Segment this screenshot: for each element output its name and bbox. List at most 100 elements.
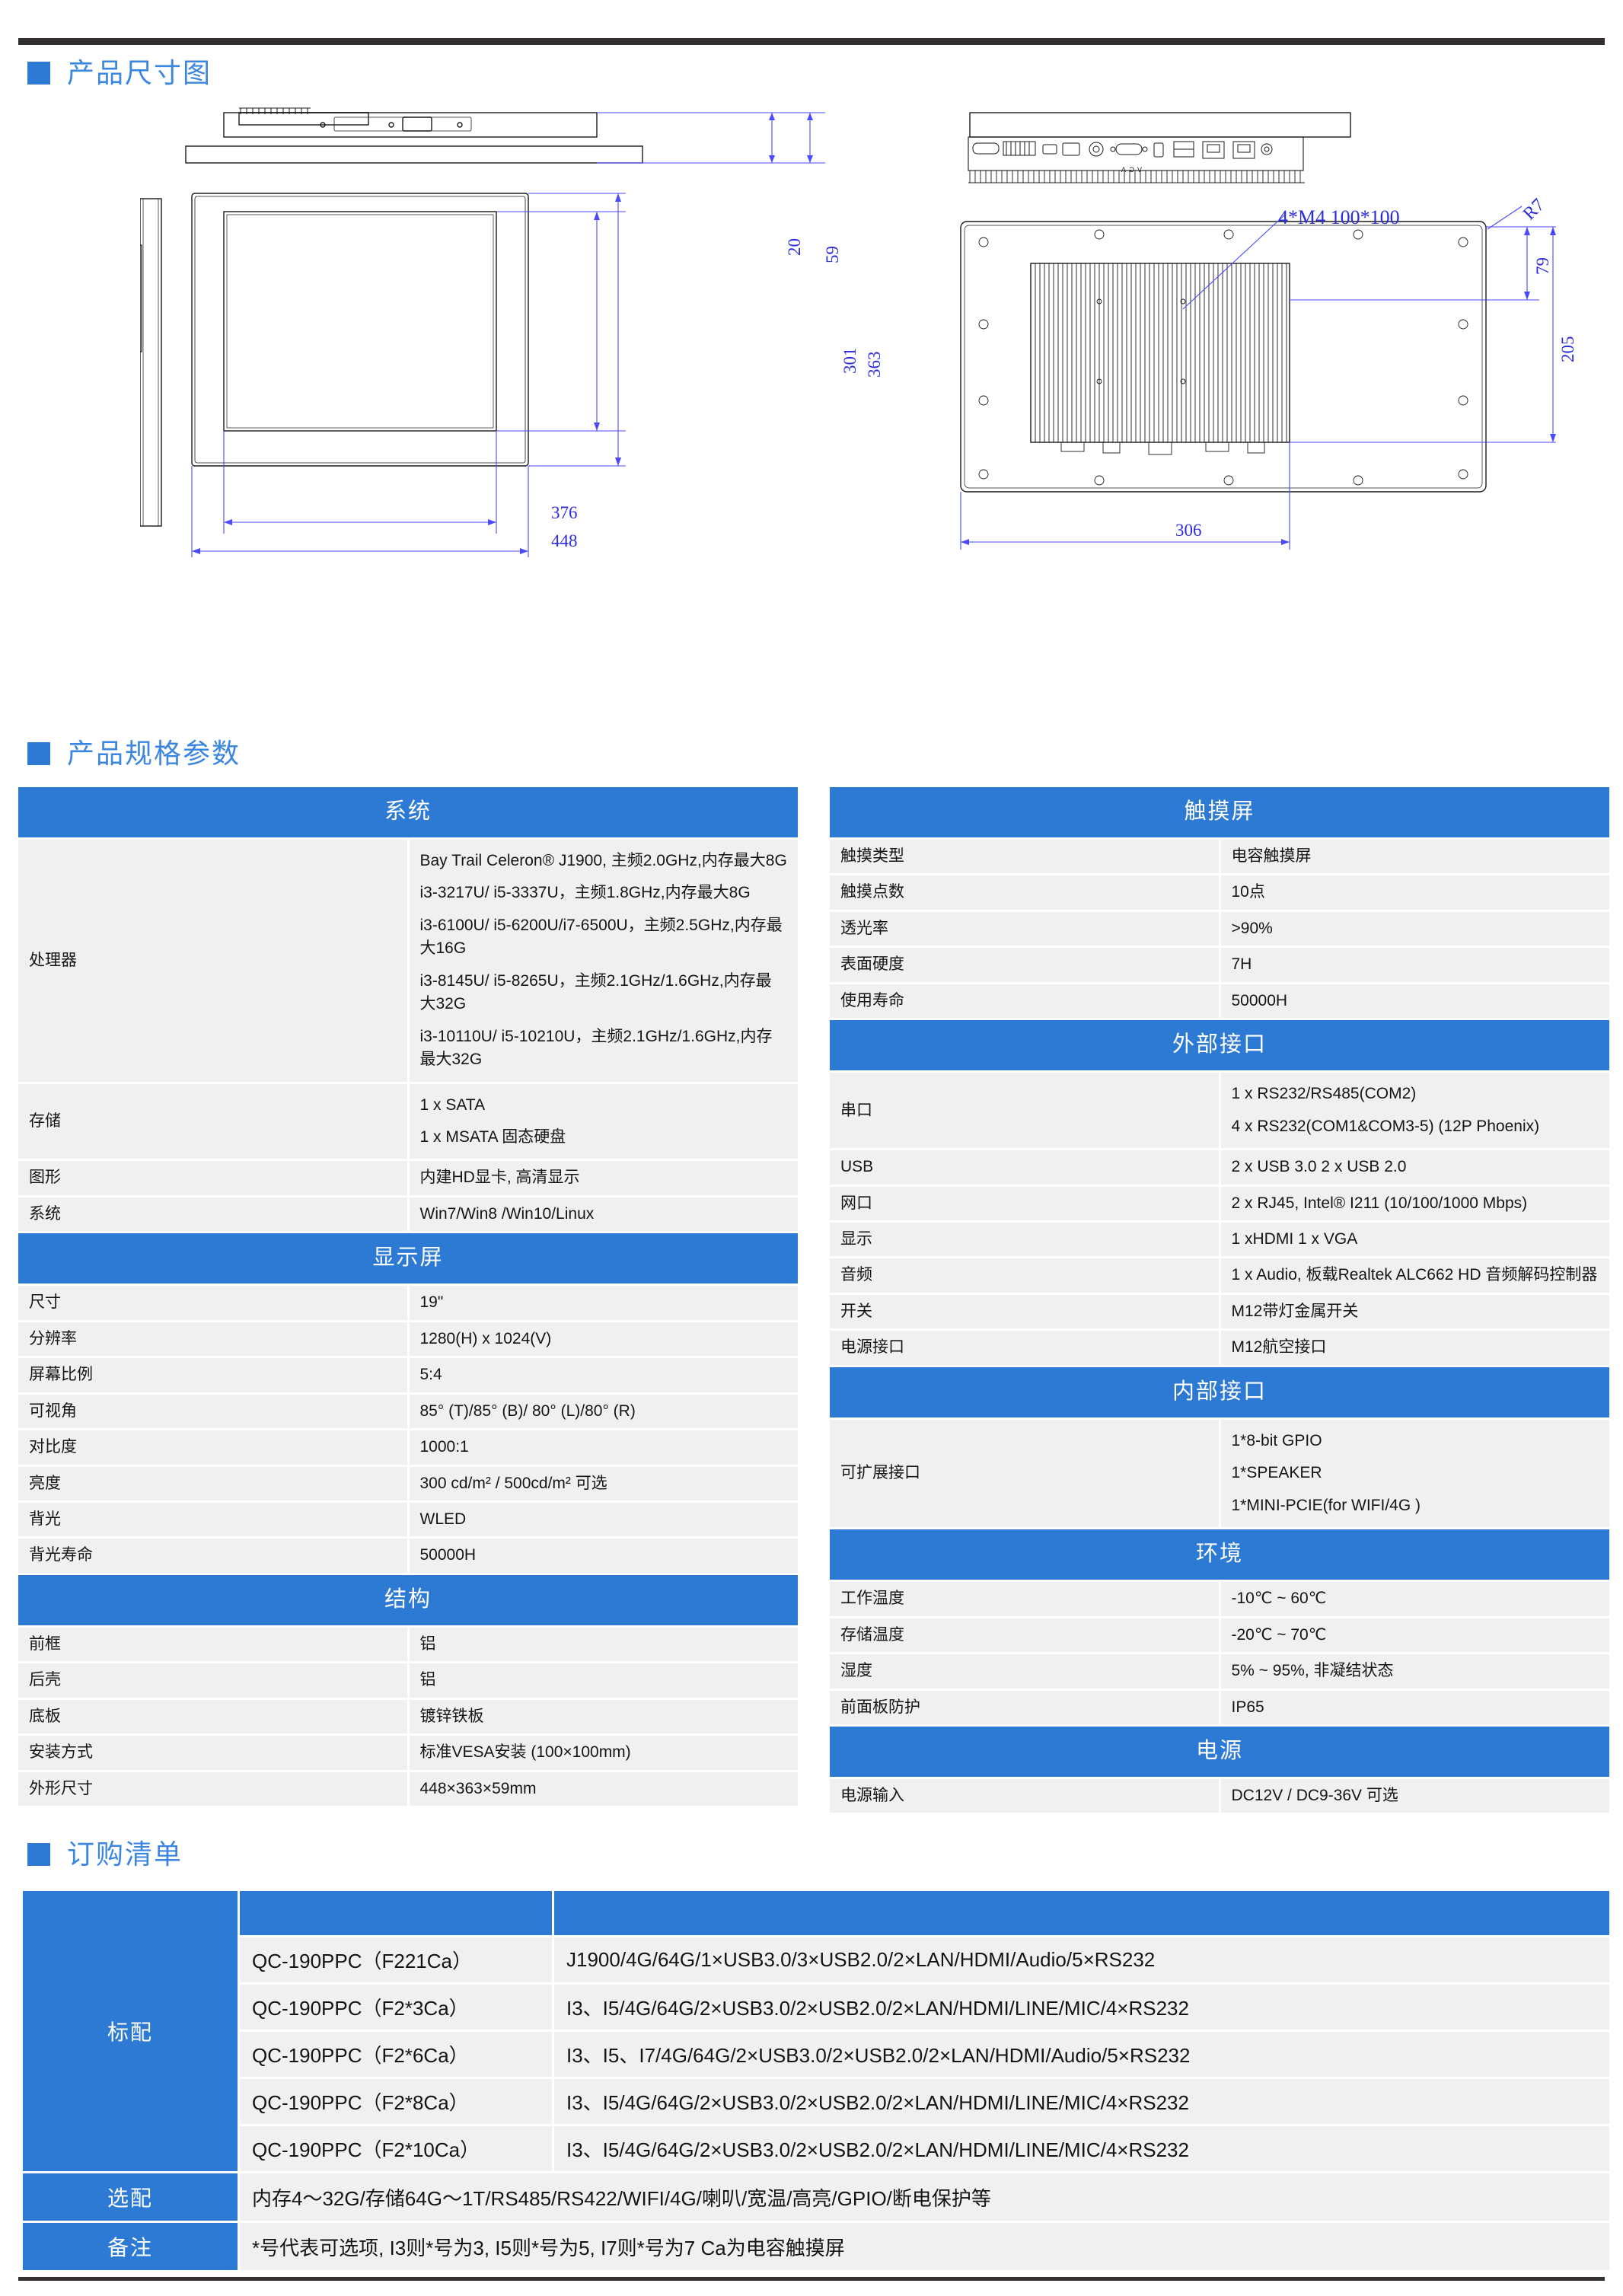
order-model-code: QC-190PPC（F2*10Ca） — [238, 2125, 554, 2174]
spec-row-value: 50000H — [408, 1537, 798, 1575]
spec-row-value: 标准VESA安装 (100×100mm) — [408, 1734, 798, 1772]
order-header-config-blank — [553, 1891, 1609, 1938]
spec-row-label: 透光率 — [830, 910, 1221, 949]
spec-group-title: 外部接口 — [830, 1019, 1609, 1073]
spec-row-value: M12航空接口 — [1220, 1329, 1609, 1367]
spec-row-label: 图形 — [18, 1159, 410, 1197]
spec-value-line: Bay Trail Celeron® J1900, 主频2.0GHz,内存最大8… — [419, 852, 787, 870]
spec-row-label: 表面硬度 — [830, 946, 1221, 984]
spec-group-header: 显示屏 — [18, 1232, 798, 1287]
spec-row-label: 尺寸 — [18, 1284, 410, 1322]
spec-row-value: Bay Trail Celeron® J1900, 主频2.0GHz,内存最大8… — [408, 838, 798, 1084]
order-model-code: QC-190PPC（F221Ca） — [238, 1936, 554, 1985]
spec-group-header: 系统 — [18, 787, 798, 840]
spec-group-title: 结构 — [18, 1574, 798, 1628]
square-bullet-icon — [27, 62, 50, 85]
spec-row-label: 系统 — [18, 1196, 410, 1234]
spec-row: 图形内建HD显卡, 高清显示 — [18, 1159, 798, 1197]
spec-row-label: 网口 — [830, 1185, 1221, 1223]
spec-row: 透光率>90% — [830, 910, 1609, 949]
spec-row: 后壳铝 — [18, 1662, 798, 1700]
spec-row-label: 显示 — [830, 1221, 1221, 1259]
order-model-code: QC-190PPC（F2*6Ca） — [238, 2030, 554, 2080]
spec-row-value: Win7/Win8 /Win10/Linux — [408, 1196, 798, 1234]
spec-row-value: 电容触摸屏 — [1220, 838, 1609, 876]
spec-row-label: 存储温度 — [830, 1617, 1221, 1655]
spec-row-label: 工作温度 — [830, 1580, 1221, 1618]
spec-row-label: 前框 — [18, 1626, 410, 1664]
spec-row-label: 触摸点数 — [830, 874, 1221, 912]
spec-row-label: 存储 — [18, 1083, 410, 1162]
rear-view-drawing — [960, 112, 1556, 550]
spec-row-label: 电源接口 — [830, 1329, 1221, 1367]
dimension-label-vesa-note: 4*M4 100*100 — [1278, 206, 1400, 228]
order-row: QC-190PPC（F2*8Ca）I3、I5/4G/64G/2×USB3.0/2… — [23, 2078, 1609, 2127]
spec-row-value: >90% — [1220, 910, 1609, 949]
spec-row: 工作温度-10℃ ~ 60℃ — [830, 1580, 1609, 1618]
spec-row-value: 19" — [408, 1284, 798, 1322]
spec-row: 底板镀锌铁板 — [18, 1698, 798, 1736]
io-port-labels: VGA — [1118, 166, 1142, 174]
spec-row-value: 300 cd/m² / 500cd/m² 可选 — [408, 1465, 798, 1503]
order-config-text: I3、I5/4G/64G/2×USB3.0/2×USB2.0/2×LAN/HDM… — [553, 2125, 1609, 2174]
section-title-specs: 产品规格参数 — [67, 738, 241, 769]
dimension-label-376: 376 — [551, 503, 578, 522]
spec-row-value: 1280(H) x 1024(V) — [408, 1321, 798, 1359]
spec-row-label: 分辨率 — [18, 1321, 410, 1359]
spec-row-label: 外形尺寸 — [18, 1771, 410, 1809]
spec-value-line: 1*8-bit GPIO — [1231, 1431, 1322, 1449]
spec-group-header: 电源 — [830, 1725, 1609, 1779]
spec-row-label: 后壳 — [18, 1662, 410, 1700]
spec-row-label: 背光 — [18, 1501, 410, 1539]
spec-row-value: 2 x RJ45, Intel® I211 (10/100/1000 Mbps) — [1220, 1185, 1609, 1223]
dimension-label-205: 205 — [1558, 336, 1577, 363]
order-config-text: I3、I5/4G/64G/2×USB3.0/2×USB2.0/2×LAN/HDM… — [553, 2078, 1609, 2127]
spec-row-value: 1000:1 — [408, 1429, 798, 1467]
order-optional-row: 选配内存4～32G/存储64G～1T/RS485/RS422/WIFI/4G/喇… — [23, 2172, 1609, 2224]
order-config-text: I3、I5、I7/4G/64G/2×USB3.0/2×USB2.0/2×LAN/… — [553, 2030, 1609, 2080]
spec-row-value: 2 x USB 3.0 2 x USB 2.0 — [1220, 1149, 1609, 1187]
spec-row: 存储温度-20℃ ~ 70℃ — [830, 1617, 1609, 1655]
spec-group-header: 外部接口 — [830, 1019, 1609, 1073]
order-row: QC-190PPC（F2*6Ca）I3、I5、I7/4G/64G/2×USB3.… — [23, 2030, 1609, 2080]
spec-row-value: 铝 — [408, 1662, 798, 1700]
spec-row-label: 对比度 — [18, 1429, 410, 1467]
top-divider-rule — [18, 38, 1605, 45]
spec-group-title: 内部接口 — [830, 1366, 1609, 1420]
spec-row-value: 50000H — [1220, 983, 1609, 1021]
spec-row-label: 前面板防护 — [830, 1689, 1221, 1727]
bottom-divider-rule — [18, 2277, 1605, 2281]
spec-row-value: -10℃ ~ 60℃ — [1220, 1580, 1609, 1618]
spec-row-label: 使用寿命 — [830, 983, 1221, 1021]
dimension-label-59: 59 — [823, 246, 842, 263]
order-standard-label: 标配 — [23, 1891, 240, 2174]
spec-value-line: i3-10110U/ i5-10210U，主频2.1GHz/1.6GHz,内存最… — [419, 1027, 773, 1069]
spec-row-value: 7H — [1220, 946, 1609, 984]
spec-value-line: i3-3217U/ i5-3337U，主频1.8GHz,内存最大8G — [419, 884, 751, 902]
order-remark-text: *号代表可选项, I3则*号为3, I5则*号为5, I7则*号为7 Ca为电容… — [238, 2221, 1609, 2273]
section-header-order: 订购清单 — [27, 1841, 1605, 1868]
spec-row-label: 串口 — [830, 1071, 1221, 1151]
spec-row-label: 电源输入 — [830, 1778, 1221, 1816]
order-remark-row: 备注*号代表可选项, I3则*号为3, I5则*号为5, I7则*号为7 Ca为… — [23, 2221, 1609, 2273]
